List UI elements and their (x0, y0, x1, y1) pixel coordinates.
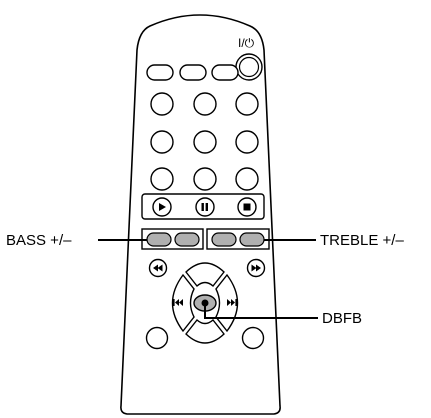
keypad-button[interactable] (235, 92, 259, 116)
bass-label: BASS +/– (6, 232, 72, 249)
keypad-button[interactable] (235, 130, 259, 154)
play-icon[interactable] (152, 197, 172, 217)
number-keypad (150, 92, 259, 191)
keypad-button[interactable] (193, 167, 217, 191)
stop-icon[interactable] (237, 197, 257, 217)
treble-label: TREBLE +/– (320, 232, 404, 249)
oval-button-1[interactable] (146, 64, 174, 81)
next-track-icon (227, 299, 237, 306)
oval-button-3[interactable] (211, 64, 239, 81)
keypad-button[interactable] (235, 167, 259, 191)
bass-minus-button[interactable] (146, 232, 172, 247)
treble-plus-button[interactable] (239, 232, 265, 247)
dbfb-leader-line (204, 303, 318, 319)
keypad-button[interactable] (150, 167, 174, 191)
keypad-button[interactable] (193, 92, 217, 116)
power-button-inner (238, 56, 260, 78)
treble-minus-button[interactable] (211, 232, 237, 247)
bottom-left-button[interactable] (145, 326, 169, 350)
nav-up-segment[interactable] (185, 262, 225, 288)
navigation-ring (171, 262, 239, 344)
pause-icon[interactable] (195, 197, 215, 217)
dbfb-label: DBFB (322, 310, 362, 327)
remote-body (120, 14, 281, 415)
keypad-button[interactable] (193, 130, 217, 154)
previous-track-icon (173, 299, 183, 306)
bottom-right-button[interactable] (241, 326, 265, 350)
nav-left-segment[interactable] (171, 273, 195, 333)
fast-forward-icon[interactable] (246, 258, 266, 278)
bass-plus-button[interactable] (174, 232, 200, 247)
power-label: I/⏻ (238, 36, 255, 50)
keypad-button[interactable] (150, 130, 174, 154)
keypad-button[interactable] (150, 92, 174, 116)
nav-down-segment[interactable] (185, 318, 225, 344)
rewind-icon[interactable] (148, 258, 168, 278)
oval-button-2[interactable] (179, 64, 207, 81)
